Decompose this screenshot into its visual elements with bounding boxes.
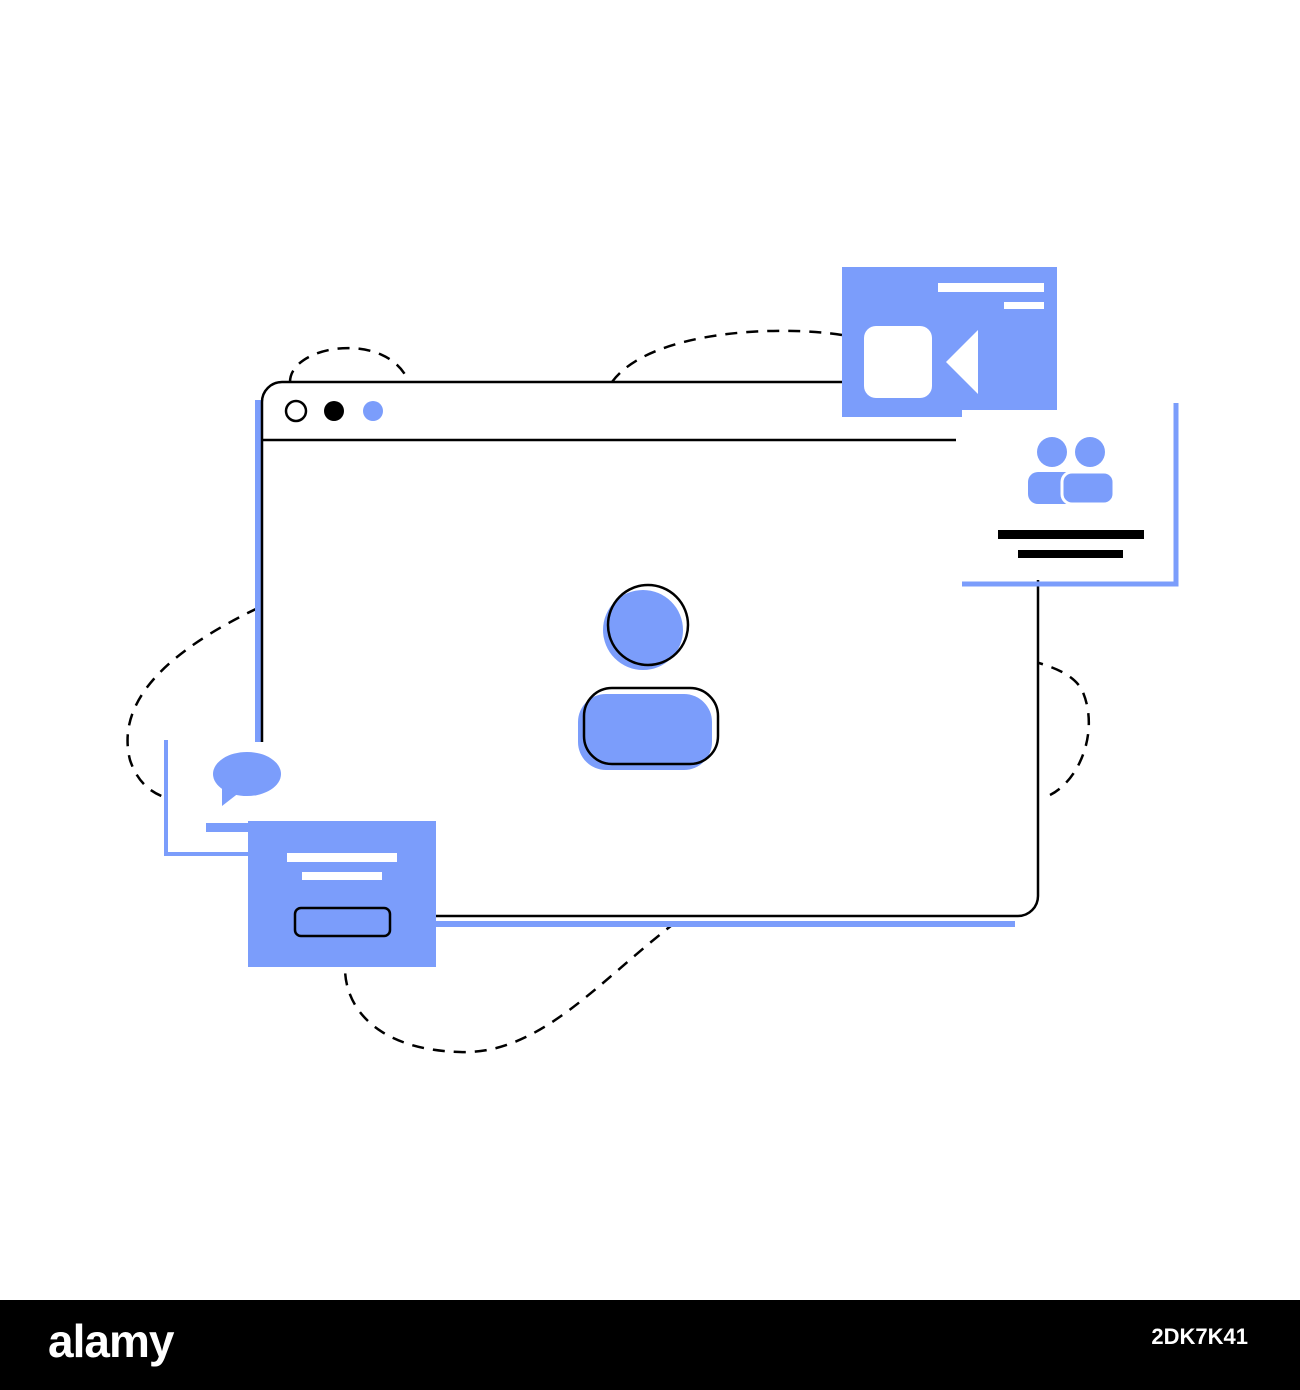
form-card-button[interactable] [293,906,392,938]
video-card-text-line-2 [1004,302,1044,309]
watermark-image-id: 2DK7K41 [1151,1324,1248,1349]
group-card-text-line-2 [1018,550,1123,558]
dashed-path-left-loop [126,606,259,800]
group-card-text-line-1 [998,530,1144,539]
form-card-text-line-1 [287,853,397,862]
form-card-text-line-2 [302,872,382,880]
window-dot-accent-icon[interactable] [363,401,383,421]
video-call-illustration [126,267,1179,1054]
watermark-footer [0,1300,1300,1390]
form-card[interactable] [248,821,436,967]
window-dot-outline-icon[interactable] [284,399,308,423]
group-card-accent-border [962,403,1179,587]
user-group-icon [1028,437,1116,506]
video-card-text-line-1 [938,283,1044,292]
group-card[interactable] [962,403,1179,587]
dashed-path-top-right [610,329,843,383]
dashed-path-top-left [288,346,410,383]
watermark-brand-logo: alamy [48,1315,174,1367]
chat-card[interactable] [164,740,322,856]
chat-bubble-icon [213,752,281,806]
dashed-path-right-loop [888,501,1091,797]
video-card[interactable] [842,267,1057,417]
chat-card-text-line [206,823,288,832]
window-dot-filled-icon[interactable] [324,401,344,421]
video-camera-icon [864,326,978,398]
form-card-panel [248,821,436,967]
user-avatar-icon [578,583,720,770]
